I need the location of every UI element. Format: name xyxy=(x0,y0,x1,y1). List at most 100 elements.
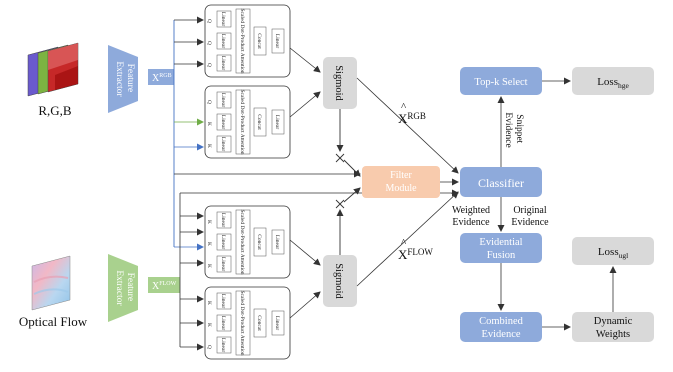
rgb-hat-label: ^ XRGB xyxy=(398,101,426,126)
linear-box xyxy=(216,113,232,131)
linear-label: Linear xyxy=(220,56,226,71)
sdpa-box xyxy=(235,290,251,356)
sdpa-label: Scaled Dot-Product Attention xyxy=(239,89,245,154)
svg-text:Original: Original xyxy=(513,205,547,216)
svg-text:XRGB: XRGB xyxy=(152,73,172,84)
svg-text:Dynamic: Dynamic xyxy=(594,316,633,327)
evidential-fusion-box: Evidential Fusion xyxy=(460,233,542,263)
combined-evidence-box: Combined Evidence xyxy=(460,312,542,342)
output-linear-box xyxy=(271,310,285,336)
weighted-evidence-label: Weighted Evidence xyxy=(452,205,490,228)
svg-text:Weights: Weights xyxy=(596,329,630,340)
linear-label: Linear xyxy=(220,257,226,272)
concat-label: Concat xyxy=(256,234,262,250)
svg-text:Evidence: Evidence xyxy=(452,217,490,228)
linear-box xyxy=(216,91,232,109)
concat-box xyxy=(253,107,267,137)
linear-label: Linear xyxy=(220,93,226,108)
rgb-feature-extractor: Feature Extractor xyxy=(108,45,138,113)
linear-box xyxy=(216,54,232,72)
attention-input-letter: Q xyxy=(206,100,212,104)
linear-label: Linear xyxy=(220,12,226,27)
sdpa-label: Scaled Dot-Product Attention xyxy=(239,8,245,73)
sdpa-box xyxy=(235,209,251,275)
concat-box xyxy=(253,227,267,257)
loss-hge-box: Losshge xyxy=(572,67,654,95)
svg-text:Weighted: Weighted xyxy=(452,205,490,216)
linear-box xyxy=(216,314,232,332)
svg-text:Feature Extractor: Feature Extractor xyxy=(114,61,135,97)
linear-label: Linear xyxy=(220,115,226,130)
svg-text:XRGB: XRGB xyxy=(398,111,426,126)
classifier-box: Classifier xyxy=(460,167,542,197)
svg-text:Top-k Select: Top-k Select xyxy=(474,77,527,88)
sdpa-label: Scaled Dot-Product Attention xyxy=(239,290,245,355)
concat-box xyxy=(253,308,267,338)
linear-label: Linear xyxy=(220,34,226,49)
output-linear-box xyxy=(271,229,285,255)
linear-label: Linear xyxy=(220,338,226,353)
output-linear-label: Linear xyxy=(274,316,280,331)
sigmoid-to-classifier-lines xyxy=(356,77,459,287)
svg-text:Losshge: Losshge xyxy=(597,76,629,90)
concat-label: Concat xyxy=(256,33,262,49)
rgb-frames-image xyxy=(27,42,79,97)
attention-input-letter: K xyxy=(206,242,212,246)
linear-box xyxy=(216,135,232,153)
linear-box xyxy=(216,336,232,354)
attention-to-sigmoid-lines xyxy=(289,47,321,319)
loss-ugl-box: Lossugl xyxy=(572,237,654,265)
attention-input-letter: Q xyxy=(206,19,212,23)
flow-feature-extractor: Feature Extractor xyxy=(108,254,138,322)
concat-label: Concat xyxy=(256,315,262,331)
linear-label: Linear xyxy=(220,294,226,309)
attention-input-letter: K xyxy=(206,144,212,148)
original-evidence-label: Original Evidence xyxy=(511,205,549,228)
multiply-nodes xyxy=(335,109,361,255)
linear-box xyxy=(216,292,232,310)
rgb-connectors xyxy=(173,16,361,251)
attention-input-letter: K xyxy=(206,220,212,224)
svg-text:Sigmoid: Sigmoid xyxy=(333,263,344,299)
extractor-label-line2: Extractor xyxy=(114,270,124,306)
svg-text:Evidence: Evidence xyxy=(481,329,520,340)
linear-label: Linear xyxy=(220,235,226,250)
svg-text:XFLOW: XFLOW xyxy=(398,247,433,262)
concat-label: Concat xyxy=(256,114,262,130)
flow-sigmoid-box: Sigmoid xyxy=(323,255,357,307)
attention-input-letter: K xyxy=(206,323,212,327)
output-linear-label: Linear xyxy=(274,115,280,130)
rgb-feature-tag: XRGB xyxy=(148,69,174,85)
attention-input-letter: K xyxy=(206,264,212,268)
svg-text:Fusion: Fusion xyxy=(487,250,516,261)
svg-text:Sigmoid: Sigmoid xyxy=(333,65,344,101)
sdpa-label: Scaled Dot-Product Attention xyxy=(239,209,245,274)
svg-text:^: ^ xyxy=(401,237,407,249)
topk-select-box: Top-k Select xyxy=(460,67,542,95)
rgb-sigmoid-box: Sigmoid xyxy=(323,57,357,109)
svg-text:Feature Extractor: Feature Extractor xyxy=(114,270,135,306)
linear-box xyxy=(216,255,232,273)
extractor-label-line2: Extractor xyxy=(114,61,124,97)
svg-text:Classifier: Classifier xyxy=(478,176,524,190)
extractor-label-line1: Feature xyxy=(125,64,135,93)
optical-flow-image xyxy=(31,255,71,311)
svg-text:Evidence: Evidence xyxy=(511,217,549,228)
sdpa-box xyxy=(235,89,251,155)
attention-input-letter: Q xyxy=(206,345,212,349)
rgb-input-label: R,G,B xyxy=(38,103,72,118)
output-linear-box xyxy=(271,28,285,54)
svg-text:Combined: Combined xyxy=(479,316,523,327)
output-linear-box xyxy=(271,109,285,135)
flow-hat-label: ^ XFLOW xyxy=(398,237,433,262)
linear-box xyxy=(216,233,232,251)
attention-input-letter: Q xyxy=(206,41,212,45)
svg-text:Lossugl: Lossugl xyxy=(598,246,628,260)
linear-label: Linear xyxy=(220,316,226,331)
concat-box xyxy=(253,26,267,56)
extractor-label-line1: Feature xyxy=(125,273,135,302)
